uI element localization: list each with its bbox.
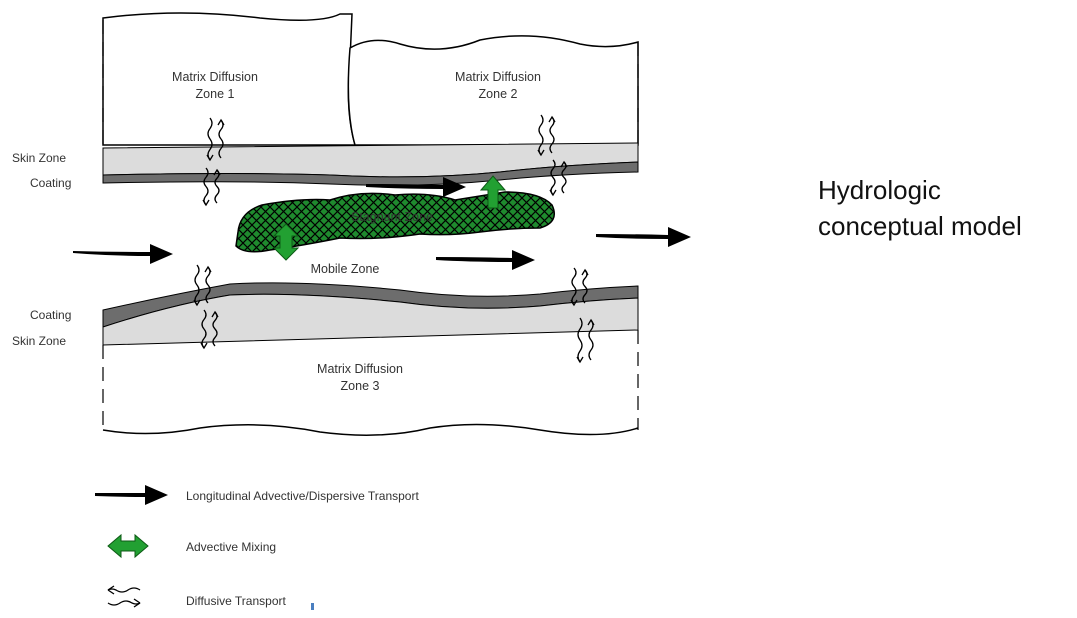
matrix-block-zone-3 — [103, 424, 638, 435]
legend-longitudinal-arrow-icon — [95, 485, 168, 505]
slide-title-line-1: Hydrologic — [818, 172, 1022, 208]
stagnant-zone-label: Stagnant Zone — [351, 210, 433, 224]
coating-upper-label: Coating — [30, 176, 71, 190]
slide-title: Hydrologic conceptual model — [818, 172, 1022, 244]
diffusive-arrowhead — [577, 357, 583, 362]
matrix-zone-3-label-line2: Zone 3 — [341, 379, 380, 393]
legend-mixing-label: Advective Mixing — [186, 540, 276, 554]
matrix-zone-1-label-line1: Matrix Diffusion — [172, 70, 258, 84]
slide-title-line-2: conceptual model — [818, 208, 1022, 244]
mobile-zone-label: Mobile Zone — [311, 262, 380, 276]
matrix-zone-1-label-line2: Zone 1 — [196, 87, 235, 101]
skin-zone-lower-label: Skin Zone — [12, 334, 66, 348]
diffusive-arrowhead — [201, 343, 207, 348]
longitudinal-arrow-icon — [73, 244, 173, 264]
diffusive-arrowhead — [550, 190, 556, 195]
coating-lower-label: Coating — [30, 308, 71, 322]
matrix-zone-3-label-line1: Matrix Diffusion — [317, 362, 403, 376]
legend-diffusive-label: Diffusive Transport — [186, 594, 286, 608]
matrix-zone-2-label-line1: Matrix Diffusion — [455, 70, 541, 84]
diffusive-arrowhead — [582, 270, 588, 275]
matrix-zone-2-label-line2: Zone 2 — [479, 87, 518, 101]
longitudinal-arrow-icon — [596, 227, 691, 247]
skin-zone-upper-label: Skin Zone — [12, 151, 66, 165]
legend-longitudinal-label: Longitudinal Advective/Dispersive Transp… — [186, 489, 419, 503]
longitudinal-arrow-icon — [436, 250, 535, 270]
legend-mixing-arrow-icon — [108, 535, 148, 557]
accent-mark — [311, 603, 314, 610]
diffusive-arrowhead — [205, 267, 211, 272]
legend-diffusive-arrows-icon — [108, 586, 140, 607]
diffusive-arrowhead — [203, 200, 209, 205]
